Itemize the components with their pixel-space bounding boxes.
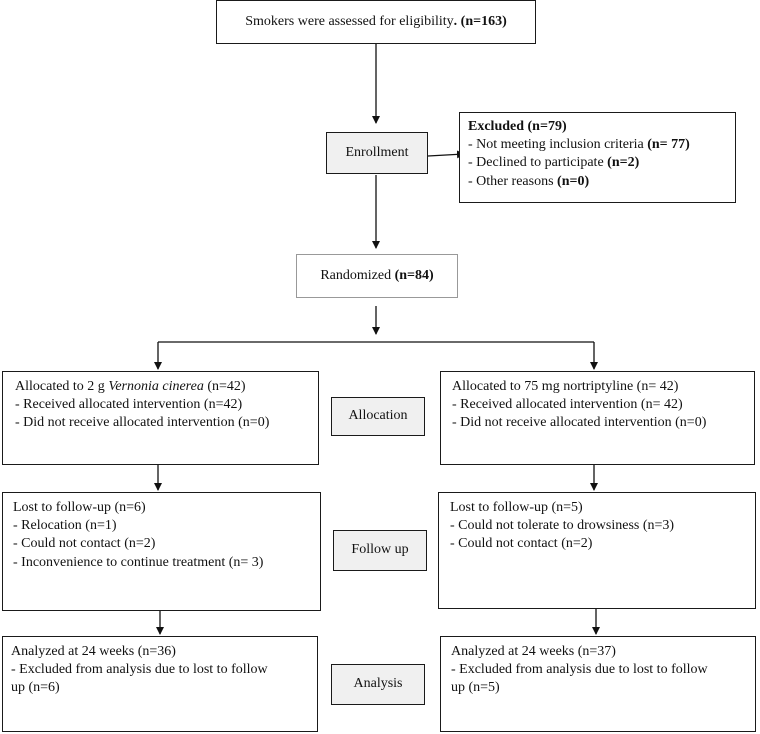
right-allocation-box: Allocated to 75 mg nortriptyline (n= 42)… — [440, 371, 755, 465]
eligibility-text: Smokers were assessed for eligibility — [245, 13, 454, 29]
excluded-title-text: Excluded — [468, 119, 525, 134]
right-allocation-item: - Did not receive allocated intervention… — [452, 415, 707, 431]
left-analysis-box: Analyzed at 24 weeks (n=36) - Excluded f… — [2, 636, 318, 732]
excluded-title: Excluded (n=79) — [468, 118, 727, 136]
right-allocation-item: - Received allocated intervention (n= 42… — [452, 397, 683, 413]
eligibility-box: Smokers were assessed for eligibility. (… — [216, 0, 536, 44]
left-analysis-item: up (n=6) — [11, 680, 60, 696]
right-followup-item: - Could not contact (n=2) — [450, 536, 593, 552]
left-allocation-box: Allocated to 2 g Vernonia cinerea (n=42)… — [2, 371, 319, 465]
right-allocation-title: Allocated to 75 mg nortriptyline (n= 42) — [452, 379, 679, 394]
analysis-stage-box: Analysis — [331, 664, 425, 705]
excluded-item: - Other reasons (n=0) — [468, 173, 590, 189]
enrollment-box: Enrollment — [326, 132, 428, 174]
allocation-stage-box: Allocation — [331, 397, 425, 436]
followup-stage-box: Follow up — [333, 530, 427, 571]
excluded-title-count: (n=79) — [527, 119, 567, 134]
excluded-item: - Declined to participate (n=2) — [468, 155, 640, 171]
followup-stage-label: Follow up — [351, 542, 409, 558]
left-followup-item: - Relocation (n=1) — [13, 518, 117, 534]
left-analysis-title: Analyzed at 24 weeks (n=36) — [11, 644, 176, 659]
left-allocation-item: - Did not receive allocated intervention… — [15, 415, 270, 431]
drug-name: Vernonia cinerea — [108, 379, 204, 394]
excluded-item: - Not meeting inclusion criteria (n= 77) — [468, 137, 690, 153]
allocation-stage-label: Allocation — [348, 408, 408, 424]
excluded-box: Excluded (n=79) - Not meeting inclusion … — [459, 112, 736, 203]
right-analysis-title: Analyzed at 24 weeks (n=37) — [451, 644, 616, 659]
left-followup-box: Lost to follow-up (n=6) - Relocation (n=… — [2, 492, 321, 611]
right-analysis-item: - Excluded from analysis due to lost to … — [451, 662, 708, 678]
left-followup-item: - Inconvenience to continue treatment (n… — [13, 554, 264, 570]
left-analysis-item: - Excluded from analysis due to lost to … — [11, 662, 268, 678]
randomized-text: Randomized — [320, 267, 395, 283]
arrow-enrollment-to-excluded — [427, 150, 465, 159]
left-followup-item: - Could not contact (n=2) — [13, 536, 156, 552]
randomized-count: (n=84) — [394, 267, 434, 283]
enrollment-label: Enrollment — [345, 144, 409, 160]
left-followup-title: Lost to follow-up (n=6) — [13, 500, 146, 515]
right-followup-item: - Could not tolerate to drowsiness (n=3) — [450, 518, 675, 534]
analysis-stage-label: Analysis — [353, 676, 403, 692]
right-followup-title: Lost to follow-up (n=5) — [450, 500, 583, 515]
right-analysis-item: up (n=5) — [451, 680, 500, 696]
randomized-box: Randomized (n=84) — [296, 254, 458, 298]
right-followup-box: Lost to follow-up (n=5) - Could not tole… — [438, 492, 756, 609]
eligibility-dot: . — [453, 13, 458, 29]
eligibility-count: (n=163) — [460, 13, 507, 29]
left-allocation-title: Allocated to 2 g Vernonia cinerea (n=42) — [15, 379, 246, 394]
right-analysis-box: Analyzed at 24 weeks (n=37) - Excluded f… — [440, 636, 756, 732]
left-allocation-item: - Received allocated intervention (n=42) — [15, 397, 243, 413]
